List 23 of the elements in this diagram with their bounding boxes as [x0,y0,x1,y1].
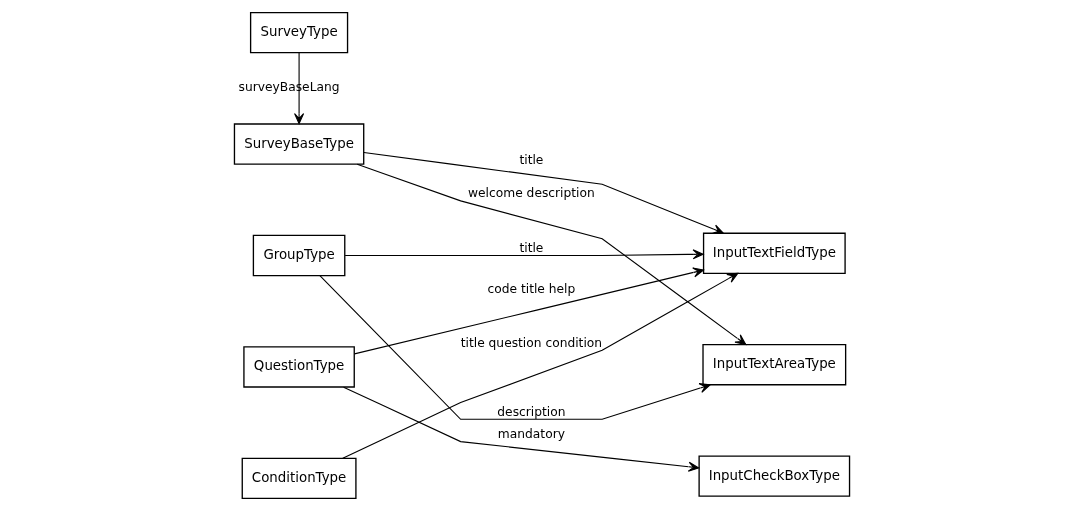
node-box: InputTextAreaType [701,343,846,386]
arrow [362,151,724,235]
arrow [353,267,704,355]
arrow [318,275,711,420]
arrow [341,272,738,459]
node-box: InputCheckBoxType [697,455,850,497]
arrow [293,52,304,125]
edge-label: title [518,240,543,255]
edge-label: title question condition [460,335,602,350]
edge-label: welcome description [467,186,595,201]
node-box: QuestionType [242,346,355,388]
arrow [356,163,746,345]
node-box: ConditionType [241,457,357,500]
arrow [344,249,704,260]
edge-label: mandatory [497,427,565,442]
edge-label: description [496,404,565,419]
node-box: SurveyType [249,11,348,54]
arrow [342,386,699,472]
edge-label: title [518,152,543,167]
edge-label: code title help [487,282,575,297]
node-box: InputTextFieldType [702,232,846,274]
node-box: GroupType [252,234,345,277]
node-box: SurveyBaseType [233,123,364,165]
